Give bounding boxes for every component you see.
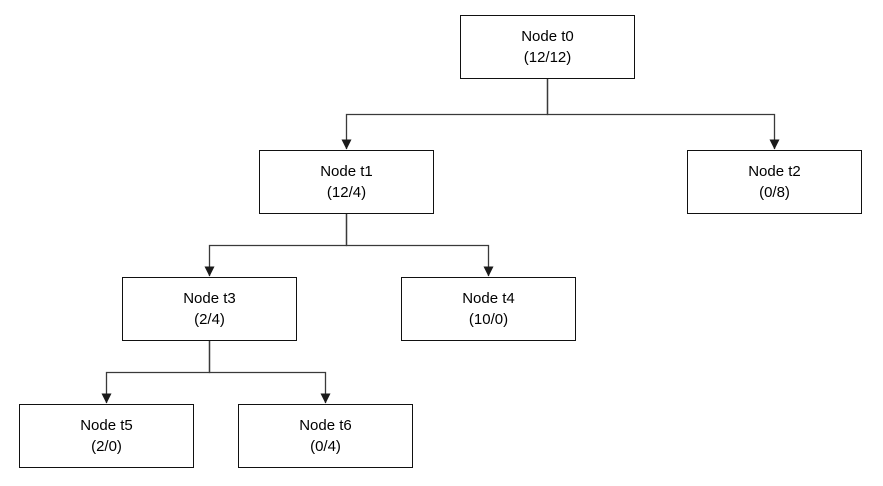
node-t5-label: Node t5 [80,417,133,434]
node-t3-label: Node t3 [183,290,236,307]
edge-t3-t5 [101,341,211,404]
node-t1-label: Node t1 [320,163,373,180]
edge-t1-t3 [204,214,348,277]
node-t2: Node t2 (0/8) [687,150,862,214]
node-t5-value: (2/0) [91,438,122,455]
node-t2-label: Node t2 [748,163,801,180]
edge-t1-t4 [345,214,494,277]
node-t4: Node t4 (10/0) [401,277,576,341]
node-t6-label: Node t6 [299,417,352,434]
edge-t3-t6 [208,341,331,404]
node-t5: Node t5 (2/0) [19,404,194,468]
node-t0: Node t0 (12/12) [460,15,635,79]
node-t0-value: (12/12) [523,49,572,66]
node-t1-value: (12/4) [326,184,367,201]
node-t3: Node t3 (2/4) [122,277,297,341]
node-t0-label: Node t0 [521,28,574,45]
node-t6: Node t6 (0/4) [238,404,413,468]
node-t1: Node t1 (12/4) [259,150,434,214]
node-t2-value: (0/8) [759,184,790,201]
node-t3-value: (2/4) [194,311,225,328]
node-t4-label: Node t4 [462,290,515,307]
node-t6-value: (0/4) [310,438,341,455]
edge-t0-t2 [546,79,780,150]
node-t4-value: (10/0) [468,311,509,328]
edge-t0-t1 [341,79,549,150]
